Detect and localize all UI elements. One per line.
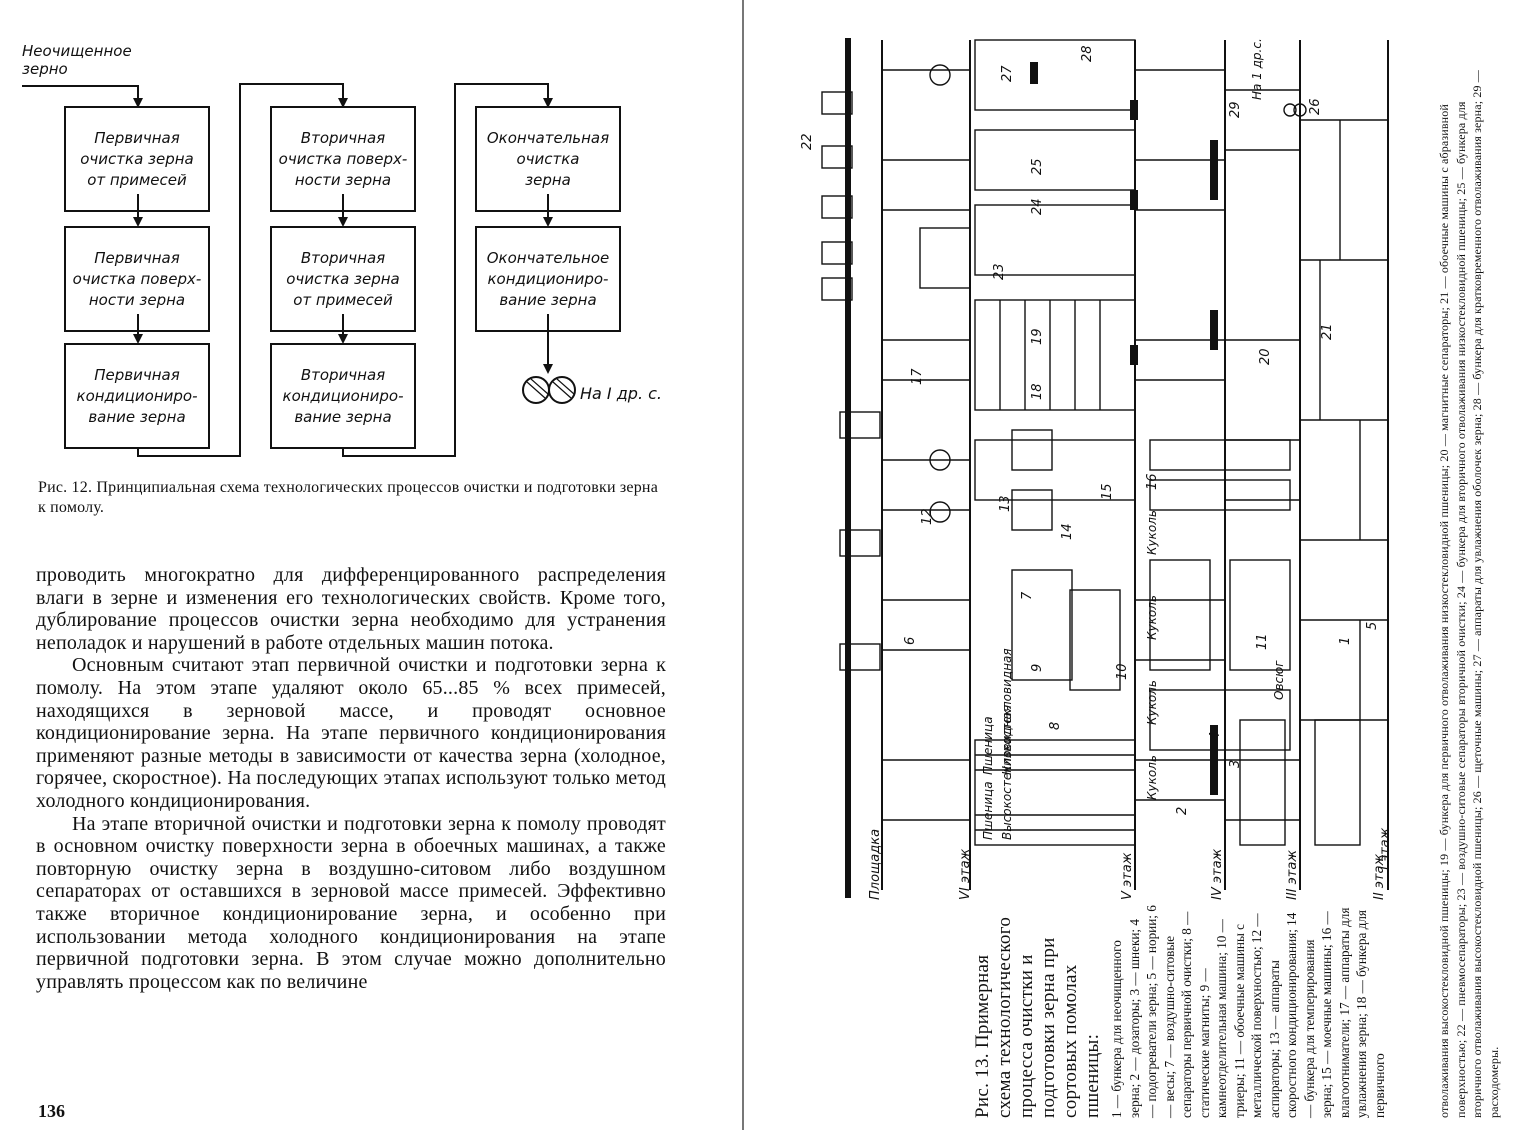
flow-box-primary-cleaning: Первичная очистка зерна от примесей: [64, 106, 210, 212]
machine-number: 8: [1048, 722, 1063, 730]
machine-number: 10: [1115, 663, 1130, 680]
figure-caption-rotated: Рис. 13. Примерная схема технологическог…: [972, 903, 1388, 1118]
machine-number: 21: [1320, 323, 1335, 340]
machine-number: 6: [903, 637, 918, 645]
machine-number: 18: [1030, 383, 1045, 400]
flow-box-primary-surface: Первичная очистка поверх- ности зерна: [64, 226, 210, 332]
page-number: 136: [38, 1101, 65, 1122]
machine-number: 20: [1258, 348, 1273, 365]
machine-number: 28: [1080, 45, 1095, 62]
machine-number: 13: [998, 495, 1013, 512]
side-label: Куколь: [1145, 680, 1159, 725]
machine-number: 16: [1145, 473, 1160, 490]
floor-label: V этаж: [1120, 853, 1135, 900]
floor-label: VI этаж: [958, 849, 973, 900]
output-label: На 1 др.с.: [1250, 38, 1264, 100]
floor-label: Площадка: [868, 829, 883, 900]
machine-number: 25: [1030, 158, 1045, 175]
machine-number: 26: [1308, 98, 1323, 115]
machine-number: 12: [920, 508, 935, 525]
side-label: Куколь: [1145, 755, 1159, 800]
machine-number: 9: [1030, 664, 1045, 672]
flow-box-final-cleaning: Окончательная очистка зерна: [475, 106, 621, 212]
machine-number: 4: [1208, 732, 1223, 740]
bin-label: Пшеница: [981, 781, 995, 840]
figure-legend-part: 1 — бункера для неочищенного зерна; 2 — …: [1108, 903, 1388, 1118]
machine-number: 19: [1030, 328, 1045, 345]
flow-box-secondary-surface: Вторичная очистка поверх- ности зерна: [270, 106, 416, 212]
machine-number: 7: [1020, 592, 1035, 600]
rolls-icon: [523, 377, 575, 403]
floor-label: IV этаж: [1210, 849, 1225, 900]
output-label: На I др. с.: [580, 384, 662, 403]
machine-number: 3: [1228, 760, 1243, 768]
floor-label: I этаж: [1378, 828, 1393, 870]
figure-caption: Рис. 12. Принципиальная схема технологич…: [38, 478, 666, 518]
machine-number: 1: [1338, 637, 1353, 645]
flow-box-secondary-cleaning: Вторичная очистка зерна от примесей: [270, 226, 416, 332]
machine-number: 23: [992, 263, 1007, 280]
paragraph: На этапе вторичной очистки и подготовки …: [36, 813, 666, 994]
bin-label: Низкостекловидная: [1000, 648, 1014, 775]
paragraph: проводить многократно для дифференцирова…: [36, 564, 666, 654]
machine-number: 5: [1365, 622, 1380, 630]
machine-number: 15: [1100, 483, 1115, 500]
body-text: проводить многократно для дифференцирова…: [36, 564, 666, 993]
side-label: Куколь: [1145, 595, 1159, 640]
machine-number: 27: [1000, 65, 1015, 82]
machine-number: 11: [1255, 633, 1270, 650]
machine-number: 29: [1228, 101, 1243, 118]
flow-box-final-conditioning: Окончательное кондициониро- вание зерна: [475, 226, 621, 332]
paragraph: Основным считают этап первичной очистки …: [36, 654, 666, 812]
machine-number: 24: [1030, 198, 1045, 215]
machine-number: 2: [1175, 807, 1190, 815]
figure-legend-rotated: отволаживания высокостекловидной пшеницы…: [1436, 43, 1502, 1118]
page-gutter: [742, 0, 744, 1130]
side-label: Куколь: [1145, 510, 1159, 555]
bin-label: Пшеница: [981, 716, 995, 775]
flow-box-secondary-conditioning: Вторичная кондициониро- вание зерна: [270, 343, 416, 449]
flow-box-primary-conditioning: Первичная кондициониро- вание зерна: [64, 343, 210, 449]
machine-number: 22: [800, 133, 815, 150]
side-label: Овсюг: [1272, 660, 1286, 700]
left-page: Неочищенное зерно: [0, 0, 740, 1130]
machine-number: 17: [910, 368, 925, 385]
floor-label: III этаж: [1285, 850, 1300, 900]
figure-title: Рис. 13. Примерная схема технологическог…: [972, 903, 1104, 1118]
machine-number: 14: [1060, 523, 1075, 540]
